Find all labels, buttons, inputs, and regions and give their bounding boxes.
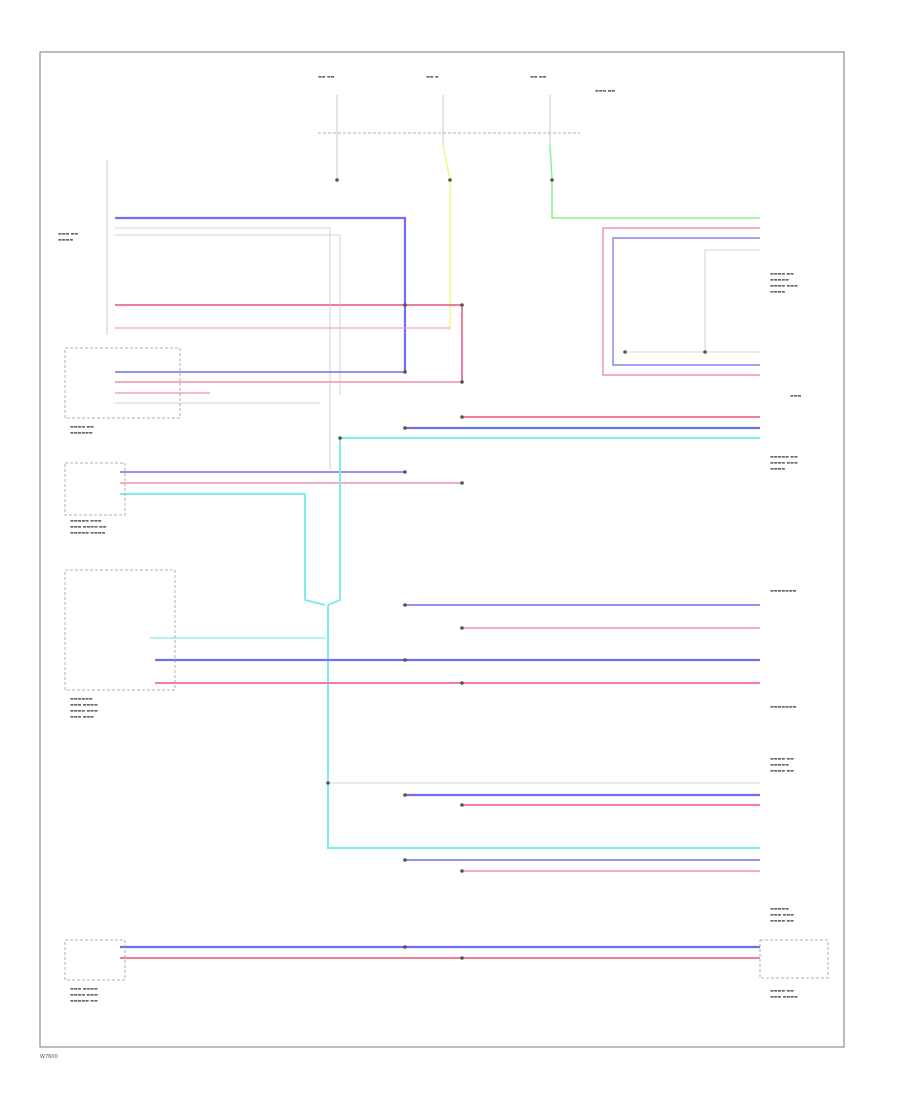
- junction-node: [403, 658, 407, 662]
- wire-3: [549, 144, 760, 219]
- svg-text:▬▬▬▬ ▬▬▬: ▬▬▬▬ ▬▬▬: [770, 460, 798, 465]
- footer-code: W7600: [40, 1054, 58, 1060]
- fuse-label-1: ▬▬ ▬▬: [318, 74, 335, 79]
- wire-20: [327, 438, 341, 606]
- junction-node: [703, 350, 707, 354]
- junction-node: [338, 436, 342, 440]
- junction-node: [460, 380, 464, 384]
- svg-text:▬▬▬ ▬▬▬▬ ▬▬: ▬▬▬ ▬▬▬▬ ▬▬: [70, 524, 107, 529]
- svg-text:▬▬▬▬▬: ▬▬▬▬▬: [770, 906, 789, 911]
- wire-8: [115, 234, 341, 395]
- diagram-frame: [39, 51, 845, 1048]
- wire-9: [602, 227, 760, 376]
- junction-node: [460, 681, 464, 685]
- svg-text:▬▬▬▬: ▬▬▬▬: [58, 237, 73, 242]
- svg-text:▬▬▬▬ ▬▬▬: ▬▬▬▬ ▬▬▬: [70, 708, 98, 713]
- wire-21: [327, 605, 760, 849]
- svg-text:▬▬▬: ▬▬▬: [790, 393, 802, 398]
- junction-node: [460, 303, 464, 307]
- svg-text:▬▬▬▬ ▬▬▬: ▬▬▬▬ ▬▬▬: [70, 992, 98, 997]
- svg-text:▬▬▬▬: ▬▬▬▬: [770, 289, 785, 294]
- svg-text:▬▬▬ ▬▬▬▬: ▬▬▬ ▬▬▬▬: [770, 994, 798, 999]
- bcm-box: [64, 939, 126, 981]
- svg-text:▬▬▬▬ ▬▬: ▬▬▬▬ ▬▬: [770, 768, 794, 773]
- svg-text:▬▬▬▬ ▬▬: ▬▬▬▬ ▬▬: [770, 918, 794, 923]
- steering-sensor-box: [64, 569, 176, 691]
- svg-text:▬▬▬▬▬: ▬▬▬▬▬: [770, 762, 789, 767]
- svg-text:▬▬▬▬▬▬▬: ▬▬▬▬▬▬▬: [770, 704, 797, 709]
- fuse-label-3: ▬▬ ▬▬: [530, 74, 547, 79]
- svg-text:▬▬▬▬ ▬▬: ▬▬▬▬ ▬▬: [770, 988, 794, 993]
- wire-19: [120, 493, 326, 606]
- junction-node: [460, 803, 464, 807]
- fuse-label-2: ▬▬ ▬: [426, 74, 439, 79]
- wire-11: [704, 249, 760, 353]
- junction-node: [460, 481, 464, 485]
- svg-text:▬▬▬ ▬▬: ▬▬▬ ▬▬: [58, 231, 78, 236]
- junction-node: [403, 470, 407, 474]
- svg-text:▬▬▬▬▬▬▬: ▬▬▬▬▬▬▬: [770, 588, 797, 593]
- junction-node: [460, 626, 464, 630]
- tcm-box: [759, 939, 829, 979]
- fuse-box-label: ▬▬▬ ▬▬: [595, 88, 615, 93]
- junction-nodes: [326, 178, 707, 960]
- svg-text:▬▬▬▬: ▬▬▬▬: [770, 466, 785, 471]
- svg-text:▬▬▬▬▬ ▬▬: ▬▬▬▬▬ ▬▬: [70, 998, 98, 1003]
- junction-node: [403, 793, 407, 797]
- svg-text:▬▬▬▬▬ ▬▬: ▬▬▬▬▬ ▬▬: [770, 454, 798, 459]
- wire-5: [115, 304, 463, 382]
- junction-node: [403, 303, 407, 307]
- junction-node: [448, 178, 452, 182]
- svg-text:▬▬▬ ▬▬▬: ▬▬▬ ▬▬▬: [770, 912, 794, 917]
- junction-node: [335, 178, 339, 182]
- junction-node: [460, 956, 464, 960]
- component-boxes: [64, 347, 829, 981]
- junction-node: [326, 781, 330, 785]
- svg-text:▬▬▬ ▬▬▬: ▬▬▬ ▬▬▬: [70, 714, 94, 719]
- svg-text:▬▬▬▬ ▬▬: ▬▬▬▬ ▬▬: [770, 271, 794, 276]
- wire-2: [442, 144, 451, 330]
- svg-text:▬▬▬▬▬ ▬▬▬▬: ▬▬▬▬▬ ▬▬▬▬: [70, 530, 106, 535]
- wires: [115, 144, 760, 959]
- svg-text:▬▬▬▬ ▬▬: ▬▬▬▬ ▬▬: [770, 756, 794, 761]
- junction-node: [550, 178, 554, 182]
- junction-node: [403, 603, 407, 607]
- wire-7: [115, 227, 331, 470]
- junction-node: [460, 415, 464, 419]
- junction-node: [623, 350, 627, 354]
- abs-box: [64, 462, 126, 516]
- svg-text:▬▬▬▬ ▬▬: ▬▬▬▬ ▬▬: [70, 424, 94, 429]
- wire-10: [612, 237, 760, 366]
- svg-text:▬▬▬▬ ▬▬▬: ▬▬▬▬ ▬▬▬: [770, 283, 798, 288]
- svg-text:▬▬▬▬▬: ▬▬▬▬▬: [770, 277, 789, 282]
- junction-node: [403, 370, 407, 374]
- fuse-sources: ▬▬ ▬▬ ▬▬ ▬ ▬▬ ▬▬ ▬▬▬ ▬▬: [318, 74, 615, 145]
- combination-meter-pins: ▬▬▬ ▬▬ ▬▬▬▬: [58, 160, 108, 335]
- junction-node: [460, 869, 464, 873]
- component-labels: ▬▬▬▬ ▬▬ ▬▬▬▬▬▬ ▬▬▬▬▬ ▬▬▬ ▬▬▬ ▬▬▬▬ ▬▬ ▬▬▬…: [70, 271, 802, 1003]
- svg-text:▬▬▬▬▬ ▬▬▬: ▬▬▬▬▬ ▬▬▬: [70, 518, 102, 523]
- wire-4: [115, 216, 407, 372]
- svg-text:▬▬▬▬▬▬: ▬▬▬▬▬▬: [70, 430, 93, 435]
- junction-node: [403, 858, 407, 862]
- junction-node: [403, 426, 407, 430]
- svg-text:▬▬▬ ▬▬▬▬: ▬▬▬ ▬▬▬▬: [70, 702, 98, 707]
- svg-text:▬▬▬▬▬▬: ▬▬▬▬▬▬: [70, 696, 93, 701]
- hvac-box: [64, 347, 181, 419]
- svg-text:▬▬▬ ▬▬▬▬: ▬▬▬ ▬▬▬▬: [70, 986, 98, 991]
- junction-node: [403, 945, 407, 949]
